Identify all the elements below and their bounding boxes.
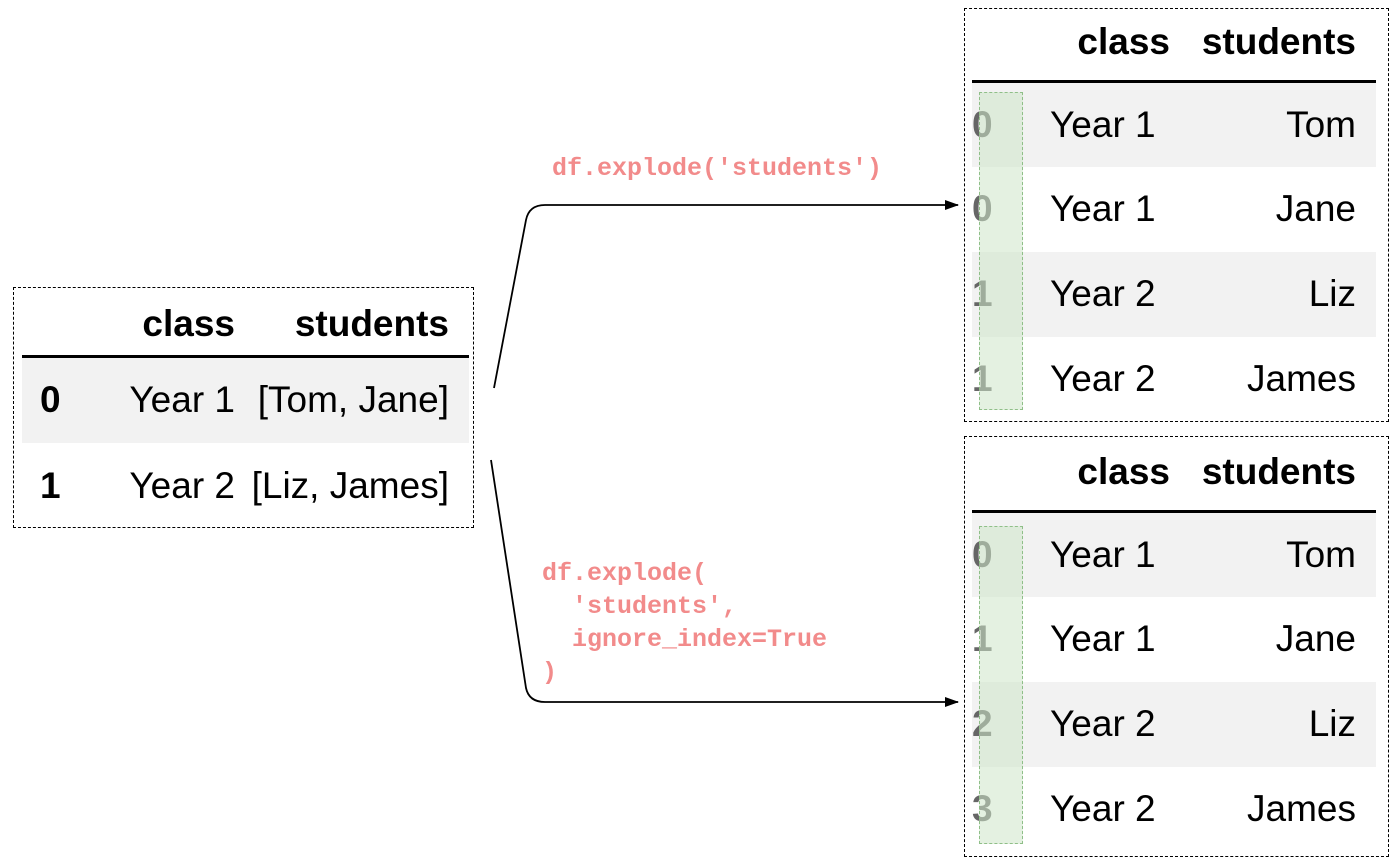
- cell-students: Liz: [1184, 251, 1376, 337]
- code-line: ): [542, 658, 558, 687]
- row-index: 2: [972, 681, 1024, 767]
- cell-students: Jane: [1275, 618, 1356, 659]
- cell-class: Year 2: [1050, 788, 1156, 829]
- column-header-class: class: [100, 292, 235, 358]
- row-index: 0: [972, 511, 1024, 597]
- arrow-to-bottom-result: [490, 459, 959, 707]
- cell-students: Tom: [1184, 81, 1376, 167]
- source-dataframe: class students 0 Year 1 [Tom, Jane] 1 Ye…: [22, 292, 469, 529]
- explode-ignore-index-code-label: df.explode( 'students', ignore_index=Tru…: [542, 557, 827, 689]
- row-index: 1: [972, 251, 1024, 337]
- explode-result-dataframe: class students 0 Year 1 Tom 0 Year 1 Jan…: [972, 4, 1376, 422]
- cell-students: [Liz, James]: [251, 464, 449, 506]
- index-header: [22, 292, 100, 358]
- row-index: 1: [972, 618, 993, 659]
- column-header-class: class: [1024, 4, 1184, 83]
- arrow-to-top-result: [493, 200, 959, 389]
- index-header: [972, 434, 1024, 513]
- cell-class: Year 1: [1050, 188, 1156, 229]
- row-index: 1: [40, 464, 61, 506]
- table-row: 0 Year 1 Jane: [972, 167, 1376, 252]
- row-index: 0: [972, 81, 1024, 167]
- table-row: 3 Year 2 James: [972, 767, 1376, 852]
- table-row: 0 Year 1 [Tom, Jane]: [22, 356, 469, 443]
- explode-code-label: df.explode('students'): [552, 154, 883, 183]
- table-row: 1 Year 2 [Liz, James]: [22, 443, 469, 529]
- cell-students: James: [1247, 788, 1356, 829]
- cell-students: Liz: [1184, 681, 1376, 767]
- cell-class: Year 2: [1024, 681, 1184, 767]
- column-header-students: students: [1184, 4, 1376, 83]
- row-index: 0: [972, 188, 993, 229]
- index-header: [972, 4, 1024, 83]
- cell-students: James: [1247, 358, 1356, 399]
- code-line: df.explode(: [542, 559, 708, 588]
- column-header-students: students: [235, 292, 469, 358]
- table-row: 0 Year 1 Tom: [972, 511, 1376, 597]
- cell-class: Year 1: [1050, 618, 1156, 659]
- cell-students: [Tom, Jane]: [235, 356, 469, 443]
- row-index: 0: [22, 356, 100, 443]
- column-header-class: class: [1024, 434, 1184, 513]
- cell-class: Year 1: [1024, 511, 1184, 597]
- row-index: 3: [972, 788, 993, 829]
- table-row: 2 Year 2 Liz: [972, 681, 1376, 767]
- code-line: 'students',: [542, 592, 738, 621]
- cell-class: Year 1: [100, 356, 235, 443]
- explode-ignore-index-result-dataframe: class students 0 Year 1 Tom 1 Year 1 Jan…: [972, 434, 1376, 852]
- table-row: 1 Year 2 Liz: [972, 251, 1376, 337]
- code-line: ignore_index=True: [542, 625, 828, 654]
- cell-class: Year 2: [129, 464, 235, 506]
- cell-class: Year 2: [1050, 358, 1156, 399]
- cell-class: Year 2: [1024, 251, 1184, 337]
- column-header-students: students: [1184, 434, 1376, 513]
- row-index: 1: [972, 358, 993, 399]
- cell-students: Tom: [1184, 511, 1376, 597]
- table-row: 0 Year 1 Tom: [972, 81, 1376, 167]
- table-row: 1 Year 2 James: [972, 337, 1376, 422]
- cell-class: Year 1: [1024, 81, 1184, 167]
- table-row: 1 Year 1 Jane: [972, 597, 1376, 682]
- cell-students: Jane: [1275, 188, 1356, 229]
